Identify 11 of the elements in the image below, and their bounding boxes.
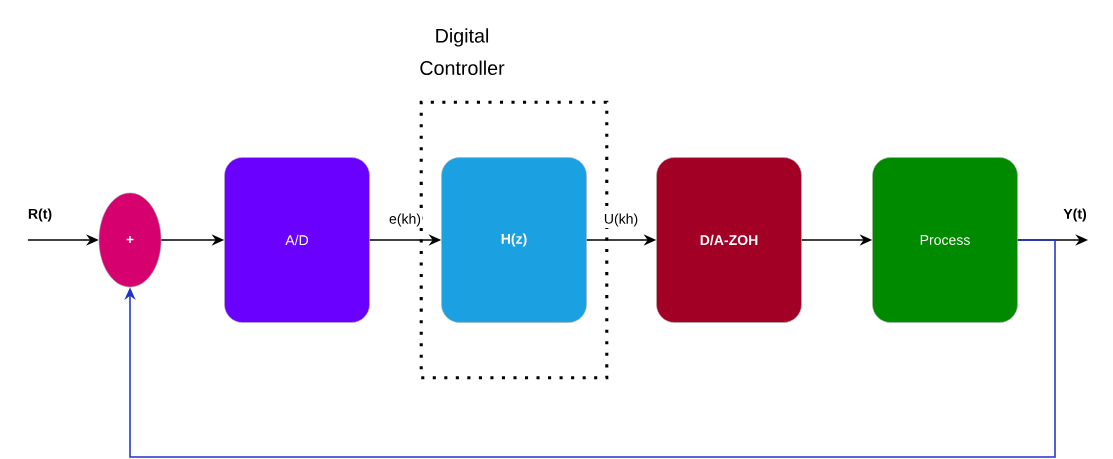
edge-label: U(kh) [602, 212, 640, 228]
arrow [124, 239, 1056, 458]
process-box: A/D [224, 157, 370, 323]
summing-junction: + [98, 192, 162, 288]
process-box: Process [872, 157, 1018, 323]
process-box: D/A-ZOH [656, 157, 802, 323]
edge-label: Y(t) [1061, 207, 1089, 223]
edge-label: e(kh) [387, 212, 423, 228]
process-box: H(z) [441, 157, 587, 323]
edge-label: R(t) [26, 207, 54, 223]
node-label: Digital Controller [420, 28, 505, 76]
